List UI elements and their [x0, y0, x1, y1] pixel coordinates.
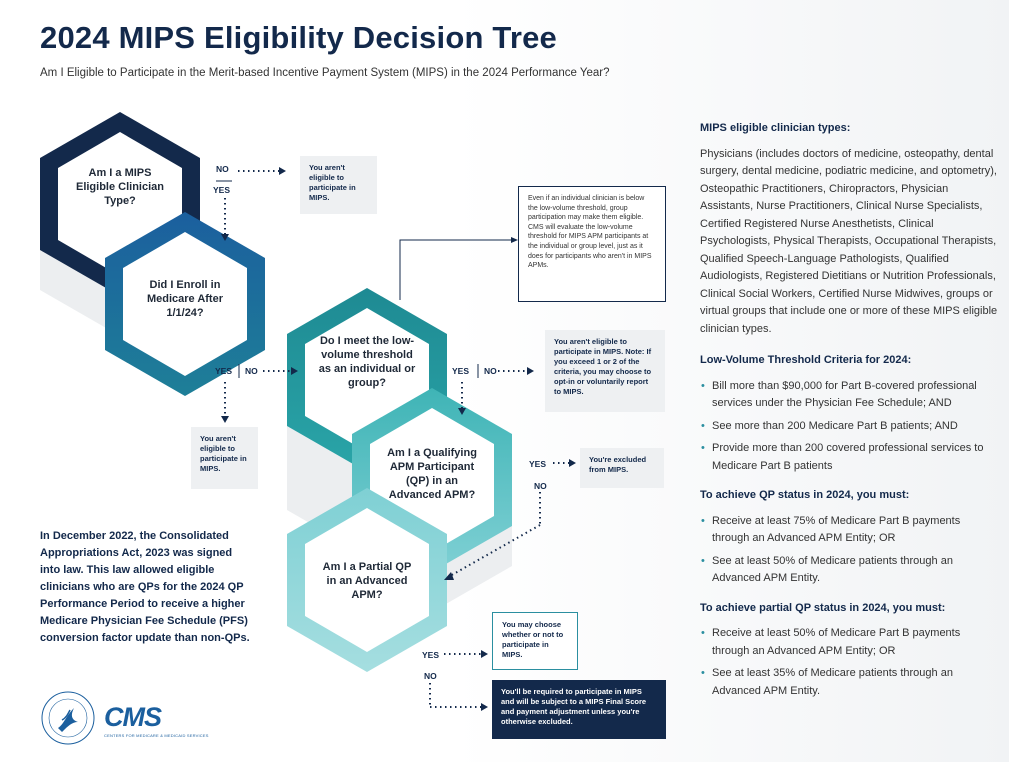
page-title: 2024 MIPS Eligibility Decision Tree — [40, 20, 557, 55]
arrow-head — [527, 367, 534, 375]
q4-no-label: NO — [534, 481, 547, 491]
cms-logo-subtext: CENTERS FOR MEDICARE & MEDICAID SERVICES — [104, 733, 209, 738]
arrow-head — [221, 234, 229, 241]
outcome-required: You'll be required to participate in MIP… — [492, 680, 666, 739]
hex-2-inner — [123, 232, 247, 376]
clinician-types-text: Physicians (includes doctors of medicine… — [700, 147, 998, 335]
clinician-types-heading: MIPS eligible clinician types: — [700, 122, 851, 134]
arrow-head — [511, 237, 518, 243]
low-volume-note: Even if an individual clinician is below… — [518, 186, 666, 302]
low-volume-heading: Low-Volume Threshold Criteria for 2024: — [700, 354, 912, 366]
list-item: Provide more than 200 covered profession… — [701, 440, 998, 475]
arrow-head — [569, 459, 576, 467]
q2-no-label: NO — [245, 366, 258, 376]
qp-status-heading: To achieve QP status in 2024, you must: — [700, 489, 910, 501]
arrow-head — [458, 408, 466, 415]
question-partial-qp: Am I a Partial QP in an Advanced APM? — [322, 561, 412, 601]
q1-yes-label: YES — [213, 185, 231, 195]
q1-no-label: NO — [216, 164, 229, 174]
arrow-head — [279, 167, 286, 175]
question-medicare-enrollment: Did I Enroll in Medicare After 1/1/24? — [146, 279, 223, 319]
decision-tree — [40, 112, 576, 711]
q4-no-diag — [449, 524, 541, 577]
arrow-head — [481, 650, 488, 658]
low-volume-list: Bill more than $90,000 for Part B-covere… — [700, 378, 998, 476]
question-mips-clinician-type: Am I a MIPS Eligible Clinician Type? — [75, 167, 165, 207]
cms-logo: CMS CENTERS FOR MEDICARE & MEDICAID SERV… — [104, 702, 209, 738]
outcome-may-choose: You may choose whether or not to partici… — [492, 612, 578, 670]
hex-5-inner — [305, 508, 429, 652]
outcome-not-eligible-1: You aren't eligible to participate in MI… — [300, 156, 377, 214]
q5-yes-label: YES — [422, 650, 440, 660]
list-item: Receive at least 75% of Medicare Part B … — [701, 513, 998, 548]
q5-no-label: NO — [424, 671, 437, 681]
partial-qp-heading: To achieve partial QP status in 2024, yo… — [700, 601, 946, 614]
criteria-panel: MIPS eligible clinician types: Physician… — [700, 120, 998, 712]
page-subtitle: Am I Eligible to Participate in the Meri… — [40, 67, 610, 79]
q3-yes-label: YES — [452, 366, 470, 376]
list-item: See at least 50% of Medicare patients th… — [701, 553, 998, 588]
question-qualifying-apm: Am I a Qualifying APM Participant (QP) i… — [387, 447, 477, 501]
outcome-below-threshold: You aren't eligible to participate in MI… — [545, 330, 665, 412]
list-item: Receive at least 50% of Medicare Part B … — [701, 625, 998, 660]
arrow-head — [291, 367, 298, 375]
qp-status-list: Receive at least 75% of Medicare Part B … — [700, 513, 998, 588]
q4-yes-label: YES — [529, 459, 547, 469]
question-low-volume-threshold: Do I meet the low-volume threshold as an… — [318, 335, 416, 389]
outcome-excluded: You're excluded from MIPS. — [580, 448, 664, 488]
outcome-not-eligible-2: You aren't eligible to participate in MI… — [191, 427, 258, 489]
caa-2023-note: In December 2022, the Consolidated Appro… — [40, 530, 250, 644]
cms-logo-text: CMS — [104, 702, 162, 732]
hhs-seal-logo — [41, 691, 95, 745]
arrow-head — [221, 416, 229, 423]
list-item: See at least 35% of Medicare patients th… — [701, 665, 998, 700]
list-item: Bill more than $90,000 for Part B-covere… — [701, 378, 998, 413]
arrow-head — [444, 572, 454, 580]
arrow-head — [481, 703, 488, 711]
q3-no-label: NO — [484, 366, 497, 376]
note-pointer — [399, 239, 512, 300]
partial-qp-list: Receive at least 50% of Medicare Part B … — [700, 625, 998, 700]
list-item: See more than 200 Medicare Part B patien… — [701, 418, 998, 436]
q2-yes-label: YES — [215, 366, 233, 376]
